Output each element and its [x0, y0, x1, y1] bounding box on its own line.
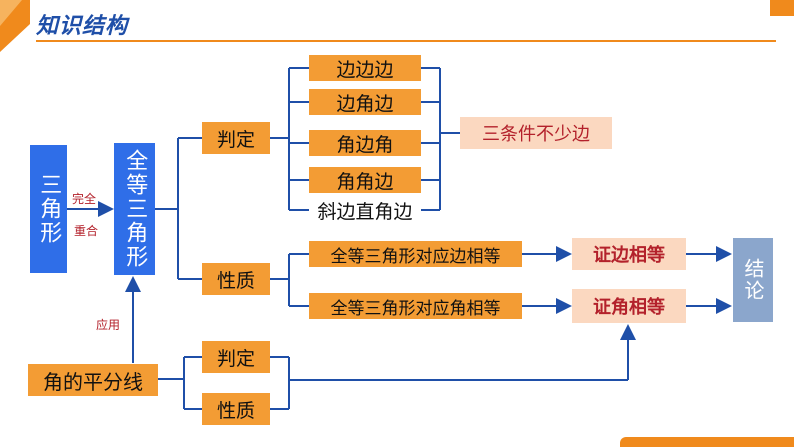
apply-label: 应用 — [96, 318, 121, 332]
sas-node: 边角边 — [309, 89, 421, 115]
header-corner-decoration — [0, 0, 30, 52]
triangle-label: 三角形 — [36, 173, 62, 245]
conclusion-label: 结论 — [741, 258, 765, 302]
judge-top-node: 判定 — [202, 122, 270, 154]
aas-node: 角角边 — [309, 167, 421, 193]
page-title: 知识结构 — [36, 14, 129, 39]
congruent-triangle-node: 全等三角形 — [114, 143, 155, 275]
congruent-triangle-label: 全等三角形 — [122, 149, 148, 269]
judge-bottom-node: 判定 — [202, 341, 270, 373]
angle-bisector-node: 角的平分线 — [28, 364, 158, 396]
corresponding-sides-node: 全等三角形对应边相等 — [309, 241, 522, 267]
top-right-accent — [770, 0, 794, 16]
asa-node: 角边角 — [309, 130, 421, 156]
hl-node: 斜边直角边 — [309, 198, 421, 223]
triangle-node: 三角形 — [30, 145, 67, 273]
corresponding-angles-node: 全等三角形对应角相等 — [309, 293, 522, 319]
prove-sides-node: 证边相等 — [572, 238, 686, 270]
complete-label: 完全 — [72, 192, 97, 206]
three-conditions-node: 三条件不少边 — [460, 117, 612, 149]
property-bottom-node: 性质 — [202, 393, 270, 425]
conclusion-node: 结论 — [733, 238, 773, 322]
title-underline — [36, 40, 776, 42]
prove-angles-node: 证角相等 — [572, 289, 686, 323]
overlap-label: 重合 — [74, 224, 99, 238]
bottom-right-accent — [620, 437, 794, 447]
sss-node: 边边边 — [309, 55, 421, 81]
property-top-node: 性质 — [202, 263, 270, 295]
